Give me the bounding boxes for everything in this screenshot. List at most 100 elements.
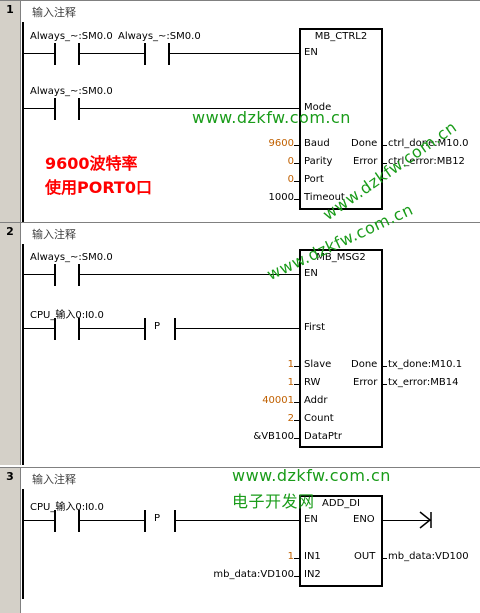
input-value-in1[interactable]: 1 <box>287 551 294 562</box>
input-value-slave[interactable]: 1 <box>287 359 294 370</box>
pin-first: First <box>304 322 326 333</box>
contact-no[interactable] <box>54 318 56 340</box>
wire <box>170 53 300 54</box>
wire <box>24 328 54 329</box>
contact-label: Always_~:SM0.0 <box>118 31 201 42</box>
contact-no[interactable] <box>78 98 80 120</box>
power-rail <box>22 489 24 599</box>
positive-transition-contact[interactable] <box>174 510 176 532</box>
function-block-add-di[interactable]: ADD_DI <box>299 495 383 587</box>
input-value-addr[interactable]: 40001 <box>262 395 294 406</box>
positive-transition-contact[interactable] <box>144 318 146 340</box>
contact-no[interactable] <box>54 510 56 532</box>
pin-in1: IN1 <box>304 551 321 562</box>
wire <box>381 384 387 385</box>
network-2-header[interactable]: 2 输入注释 <box>0 222 480 243</box>
positive-transition-contact[interactable] <box>144 510 146 532</box>
watermark: 电子开发网 <box>232 492 315 511</box>
function-block-mb-msg2[interactable]: MB_MSG2 <box>299 249 383 448</box>
power-rail <box>22 22 24 222</box>
network-comment[interactable]: 输入注释 <box>32 6 76 19</box>
input-value-timeout[interactable]: 1000 <box>268 192 294 203</box>
output-done[interactable]: ctrl_done:M10.0 <box>388 138 469 149</box>
wire <box>80 520 144 521</box>
input-value-dataptr[interactable]: &VB100 <box>253 431 294 442</box>
watermark: www.dzkfw.com.cn <box>192 108 351 127</box>
pin-slave: Slave <box>304 359 332 370</box>
network-number: 1 <box>0 1 21 21</box>
pin-eno: ENO <box>353 514 375 525</box>
left-gutter <box>0 242 21 465</box>
pin-addr: Addr <box>304 395 328 406</box>
wire <box>294 163 299 164</box>
left-gutter <box>0 487 21 613</box>
contact-no[interactable] <box>54 98 56 120</box>
block-title: MB_CTRL2 <box>314 31 368 42</box>
output-done[interactable]: tx_done:M10.1 <box>388 359 463 370</box>
annotation-port: 使用PORT0口 <box>45 178 152 197</box>
pin-port: Port <box>304 174 324 185</box>
network-3-header[interactable]: 3 输入注释 <box>0 467 480 488</box>
wire <box>24 53 54 54</box>
pin-out: OUT <box>354 551 376 562</box>
contact-label: CPU_输入0:I0.0 <box>30 502 104 513</box>
contact-no[interactable] <box>54 43 56 65</box>
network-number: 2 <box>0 223 21 243</box>
pin-error: Error <box>353 377 378 388</box>
pin-timeout: Timeout <box>304 192 345 203</box>
wire <box>80 274 300 275</box>
contact-label: Always_~:SM0.0 <box>30 86 113 97</box>
pin-dataptr: DataPtr <box>304 431 342 442</box>
wire <box>80 108 300 109</box>
network-comment[interactable]: 输入注释 <box>32 228 76 241</box>
input-value-parity[interactable]: 0 <box>287 156 294 167</box>
contact-no[interactable] <box>144 43 146 65</box>
network-1-header[interactable]: 1 输入注释 <box>0 0 480 21</box>
output-out[interactable]: mb_data:VD100 <box>388 551 469 562</box>
input-value-baud[interactable]: 9600 <box>268 138 294 149</box>
function-block-mb-ctrl2[interactable]: MB_CTRL2 <box>299 28 383 210</box>
wire <box>381 163 387 164</box>
output-error[interactable]: ctrl_error:MB12 <box>388 156 465 167</box>
wire <box>294 402 299 403</box>
pin-en: EN <box>304 268 318 279</box>
wire <box>381 145 387 146</box>
pin-en: EN <box>304 514 318 525</box>
power-rail <box>22 244 24 465</box>
input-value-rw[interactable]: 1 <box>287 377 294 388</box>
wire <box>294 576 299 577</box>
pin-count: Count <box>304 413 334 424</box>
pin-done: Done <box>351 138 378 149</box>
contact-label: Always_~:SM0.0 <box>30 31 113 42</box>
wire <box>24 274 54 275</box>
eno-arrow-icon <box>419 511 432 529</box>
left-gutter <box>0 20 21 222</box>
wire <box>294 145 299 146</box>
input-value-port[interactable]: 0 <box>287 174 294 185</box>
wire <box>176 328 300 329</box>
positive-transition-contact[interactable] <box>174 318 176 340</box>
contact-no[interactable] <box>54 264 56 286</box>
input-value-count[interactable]: 2 <box>287 413 294 424</box>
wire <box>24 108 54 109</box>
contact-label: Always_~:SM0.0 <box>30 252 113 263</box>
pin-en: EN <box>304 47 318 58</box>
input-value-in2[interactable]: mb_data:VD100 <box>213 569 294 580</box>
wire <box>294 181 299 182</box>
pin-baud: Baud <box>304 138 330 149</box>
wire <box>80 328 144 329</box>
positive-transition-label: P <box>154 321 161 332</box>
wire <box>80 53 144 54</box>
contact-label: CPU_输入0:I0.0 <box>30 310 104 321</box>
contact-no[interactable] <box>78 510 80 532</box>
wire <box>24 520 54 521</box>
wire <box>381 366 387 367</box>
network-comment[interactable]: 输入注释 <box>32 473 76 486</box>
output-error[interactable]: tx_error:MB14 <box>388 377 459 388</box>
contact-no[interactable] <box>168 43 170 65</box>
contact-no[interactable] <box>78 318 80 340</box>
wire <box>294 199 299 200</box>
contact-no[interactable] <box>78 43 80 65</box>
contact-no[interactable] <box>78 264 80 286</box>
block-title: ADD_DI <box>322 498 360 509</box>
